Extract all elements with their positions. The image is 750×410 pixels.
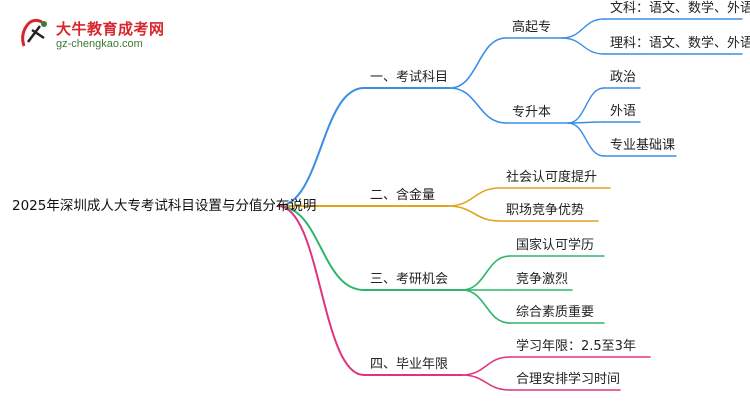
connector-line [447,205,501,222]
leaf-label: 外语 [610,104,637,119]
branch-label: 二、含金量 [370,188,436,203]
connector-line [449,87,507,124]
subtopic-label: 职场竞争优势 [506,203,585,218]
connector-line [461,374,511,391]
branch-label: 四、毕业年限 [370,357,449,372]
connector-line [561,18,605,39]
connector-line [567,87,605,124]
connector-line [561,37,605,55]
logo-url: gz-chengkao.com [56,38,143,50]
connector-line [461,255,511,291]
leaf-label: 文科：语文、数学、外语 [610,1,750,16]
subtopic-label: 学习年限：2.5至3年 [516,339,636,354]
connector-line [277,205,365,291]
subtopic-label: 竞争激烈 [516,272,569,287]
logo-mark-icon [21,18,47,47]
subtopic-label: 高起专 [512,20,552,35]
leaf-label: 理科：语文、数学、外语 [610,36,750,51]
subtopic-label: 社会认可度提升 [506,170,598,185]
connector-line [447,187,501,207]
branch-label: 一、考试科目 [370,70,449,85]
leaf-label: 专业基础课 [610,138,676,153]
connector-line [461,356,511,376]
connector-line [567,122,605,157]
leaf-label: 政治 [610,70,637,85]
logo-title: 大牛教育成考网 [56,20,165,38]
subtopic-label: 综合素质重要 [516,305,595,320]
subtopic-label: 专升本 [512,105,552,120]
mindmap-root: 2025年深圳成人大专考试科目设置与分值分布说明 [12,198,317,214]
connector-line [449,37,507,89]
branch-label: 三、考研机会 [370,272,449,287]
subtopic-label: 合理安排学习时间 [516,372,621,387]
connector-line [277,205,365,376]
connector-line [277,87,365,207]
connector-line [461,289,511,324]
brand-logo: 大牛教育成考网 gz-chengkao.com [18,14,168,58]
subtopic-label: 国家认可学历 [516,238,595,253]
